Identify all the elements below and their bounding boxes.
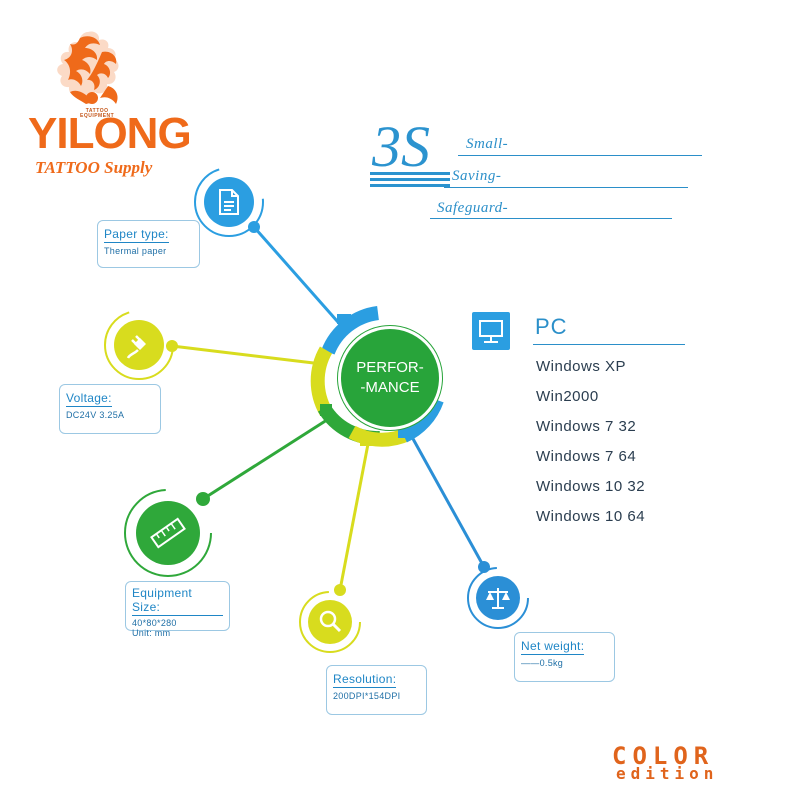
os-item: Windows 10 64	[536, 508, 646, 525]
ruler-icon	[150, 517, 186, 549]
weight-connector	[410, 436, 486, 568]
performance-line-2: -MANCE	[360, 379, 420, 396]
os-item: Windows XP	[536, 358, 627, 375]
equipment-size-unit: Unit: mm	[132, 628, 171, 638]
gear-tooth-blue-bottom	[398, 426, 412, 438]
slogan-word-small: Small-	[466, 136, 509, 152]
equipment-size-value: 40*80*280	[132, 618, 177, 628]
os-item: Windows 7 64	[536, 448, 637, 465]
power-plug-icon	[126, 335, 146, 359]
resolution-node	[334, 584, 346, 596]
voltage-title: Voltage:	[66, 391, 112, 407]
size-node	[196, 492, 210, 506]
brand-subtitle: TATTOO Supply	[35, 158, 153, 177]
os-item: Windows 7 32	[536, 418, 637, 435]
performance-center: PERFOR- -MANCE	[338, 326, 442, 430]
equipment-size-title: Equipment Size:	[132, 586, 223, 616]
slogan-mark: 3S	[372, 114, 430, 179]
slogan-line-2	[444, 187, 688, 188]
gear-tooth-blue	[337, 314, 351, 324]
gear-tooth-yellow-bottom	[360, 434, 374, 446]
scale-icon	[486, 588, 510, 609]
monitor-icon	[472, 312, 510, 350]
paper-type-value: Thermal paper	[104, 246, 167, 256]
net-weight-title: Net weight:	[521, 639, 585, 655]
voltage-value: DC24V 3.25A	[66, 410, 125, 420]
performance-line-1: PERFOR-	[356, 358, 424, 376]
gear-tooth-green	[320, 404, 332, 416]
pc-title: PC	[535, 314, 568, 339]
voltage-label: Voltage: DC24V 3.25A	[59, 384, 161, 434]
paper-type-title: Paper type:	[104, 227, 169, 243]
logo-tagline-bottom: EQUIPMENT	[80, 113, 115, 120]
size-connector	[202, 416, 331, 501]
slogan-word-saving: Saving-	[452, 168, 502, 184]
gear-tooth-yellow	[316, 354, 326, 368]
resolution-label: Resolution: 200DPI*154DPI	[326, 665, 427, 715]
paper-type-label: Paper type: Thermal paper	[97, 220, 200, 268]
net-weight-value: ——0.5kg	[521, 658, 564, 668]
pc-underline	[533, 344, 685, 345]
paper-node	[248, 221, 260, 233]
document-icon	[219, 189, 239, 215]
resolution-value: 200DPI*154DPI	[333, 691, 401, 701]
os-list: Windows XP Win2000 Windows 7 32 Windows …	[536, 357, 645, 537]
voltage-connector	[171, 344, 323, 366]
paper-connector	[252, 226, 347, 331]
color-word: COLOR	[612, 742, 715, 770]
slogan-line-3	[430, 218, 672, 219]
equipment-size-label: Equipment Size: 40*80*280 Unit: mm	[125, 581, 230, 638]
brand-name: YILONG	[28, 109, 192, 158]
magnifier-icon	[319, 610, 342, 633]
os-item: Windows 10 32	[536, 478, 646, 495]
edition-word: edition	[616, 764, 719, 783]
slogan-word-safeguard: Safeguard-	[437, 200, 509, 216]
resolution-title: Resolution:	[333, 672, 397, 688]
resolution-connector	[338, 443, 370, 591]
size-icon-circle	[124, 489, 212, 577]
resolution-icon-circle	[299, 591, 361, 653]
logo-tagline-top: TATTOO	[85, 108, 109, 114]
os-item: Win2000	[536, 388, 599, 405]
logo-tagline: TATTOO EQUIPMENT	[80, 108, 115, 120]
slogan-stripes	[370, 172, 450, 190]
gear-ring-blue-top	[321, 306, 380, 355]
dragon-logo-icon	[57, 31, 119, 104]
slogan-line-1	[458, 155, 702, 156]
net-weight-label: Net weight: ——0.5kg	[514, 632, 615, 682]
